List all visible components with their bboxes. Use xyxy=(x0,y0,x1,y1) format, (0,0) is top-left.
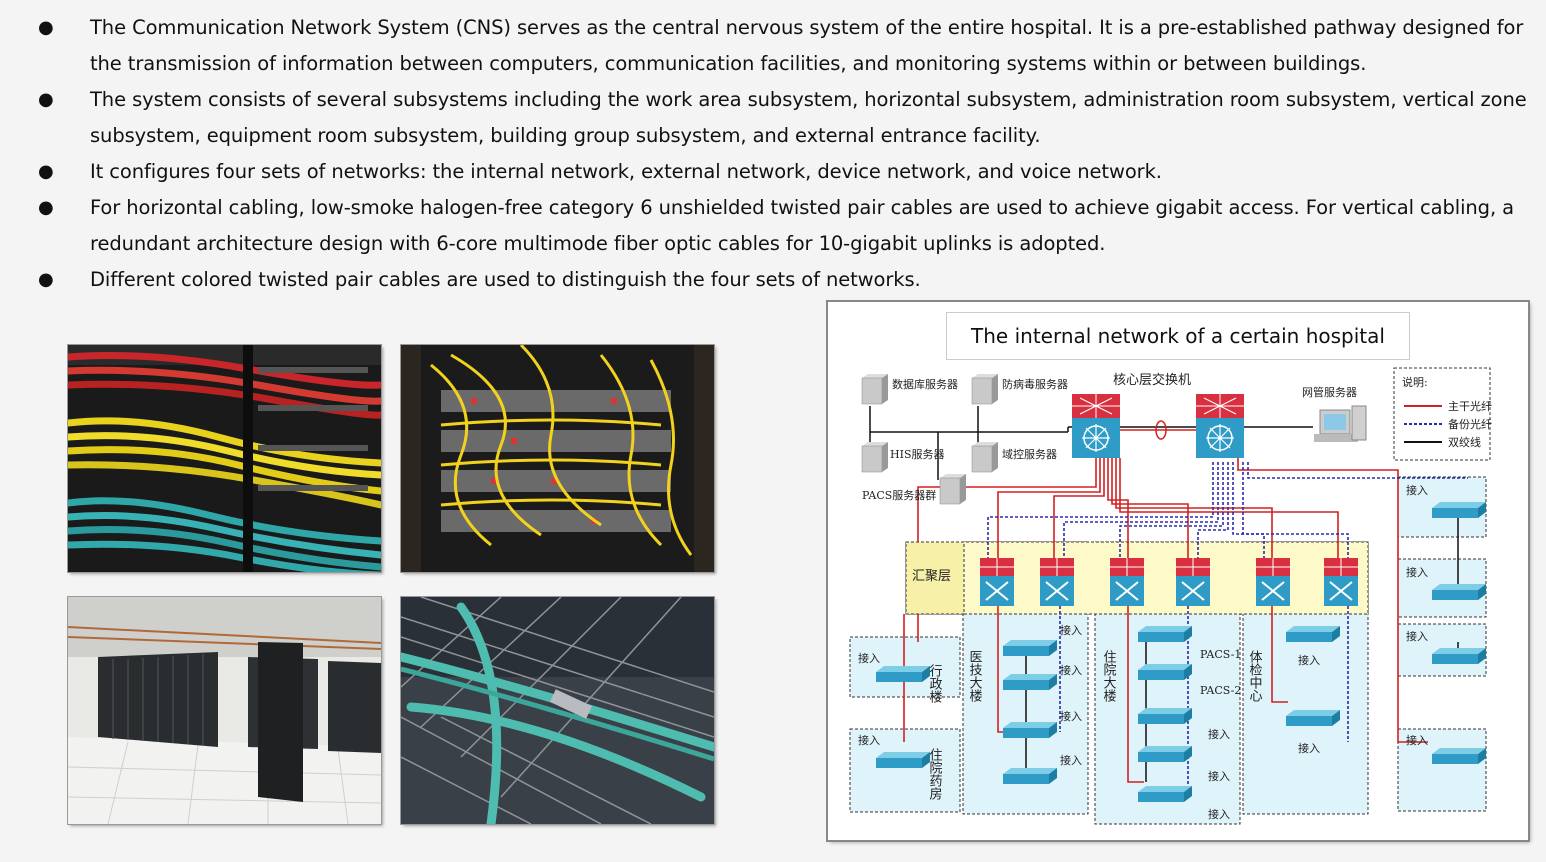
server-his: HIS服务器 xyxy=(890,448,944,461)
bullet-item: ● The system consists of several subsyste… xyxy=(30,82,1535,154)
legend: 说明: 主干光纤 备份光纤 双绞线 xyxy=(1393,367,1492,461)
access-labels: 接入 接入 接入 接入 接入 接入 接入 接入 接入 接入 接入 接入 接入 接… xyxy=(858,484,1428,821)
building-checkup: 体检中心 xyxy=(1247,650,1263,702)
photo-fiber-rack xyxy=(401,345,714,572)
diagram-canvas: 汇聚层 xyxy=(849,367,1492,825)
svg-text:接入: 接入 xyxy=(1060,664,1082,677)
bullet-marker: ● xyxy=(38,161,54,182)
bullet-list: ● The Communication Network System (CNS) … xyxy=(30,10,1535,298)
bullet-marker: ● xyxy=(38,89,54,110)
svg-text:接入: 接入 xyxy=(858,652,880,665)
bullet-item: ● The Communication Network System (CNS) … xyxy=(30,10,1535,82)
svg-text:接入: 接入 xyxy=(1208,728,1230,741)
svg-text:说明:: 说明: xyxy=(1402,375,1428,389)
bullet-text: For horizontal cabling, low-smoke haloge… xyxy=(90,196,1514,255)
diagram-title: The internal network of a certain hospit… xyxy=(946,312,1410,360)
svg-text:接入: 接入 xyxy=(1060,710,1082,723)
svg-text:接入: 接入 xyxy=(1298,654,1320,667)
svg-text:双绞线: 双绞线 xyxy=(1448,435,1481,449)
photo-cable-tray xyxy=(401,597,714,824)
server-nms: 网管服务器 xyxy=(1302,385,1357,399)
building-inpatient: 住院大楼 xyxy=(1101,650,1117,702)
server-domain: 域控服务器 xyxy=(1002,447,1057,461)
core-switch-1 xyxy=(1071,393,1121,459)
bullet-item: ● It configures four sets of networks: th… xyxy=(30,154,1535,190)
aggregation-label: 汇聚层 xyxy=(912,569,951,584)
pacs2-label: PACS-2 xyxy=(1200,684,1241,697)
svg-text:接入: 接入 xyxy=(1060,624,1082,637)
bullet-marker: ● xyxy=(38,197,54,218)
bullet-text: Different colored twisted pair cables ar… xyxy=(90,268,921,291)
building-admin: 行政楼 xyxy=(927,664,943,703)
bullet-text: It configures four sets of networks: the… xyxy=(90,160,1162,183)
server-database: 数据库服务器 xyxy=(892,377,958,391)
building-inpatient-pharmacy: 住院药房 xyxy=(927,748,943,800)
core-label: 核心层交换机 xyxy=(1113,372,1191,388)
photo-patch-panel-cables xyxy=(68,345,381,572)
svg-text:接入: 接入 xyxy=(858,734,880,747)
svg-text:接入: 接入 xyxy=(1406,566,1428,579)
server-pacs-group: PACS服务器群 xyxy=(862,488,936,502)
bullet-marker: ● xyxy=(38,17,54,38)
svg-text:接入: 接入 xyxy=(1406,630,1428,643)
bullet-item: ● Different colored twisted pair cables a… xyxy=(30,262,1535,298)
photo-data-center xyxy=(68,597,381,824)
bullet-item: ● For horizontal cabling, low-smoke halog… xyxy=(30,190,1535,262)
svg-text:接入: 接入 xyxy=(1298,742,1320,755)
server-antivirus: 防病毒服务器 xyxy=(1002,377,1068,391)
building-medtech: 医技大楼 xyxy=(967,650,983,702)
bullet-text: The Communication Network System (CNS) s… xyxy=(90,16,1524,75)
network-diagram: The internal network of a certain hospit… xyxy=(828,302,1528,840)
nms-server-icon xyxy=(1314,405,1367,442)
bullet-text: The system consists of several subsystem… xyxy=(90,88,1527,147)
bullet-marker: ● xyxy=(38,269,54,290)
svg-text:备份光纤: 备份光纤 xyxy=(1448,417,1492,431)
svg-text:接入: 接入 xyxy=(1406,734,1428,747)
svg-text:接入: 接入 xyxy=(1208,770,1230,783)
svg-text:接入: 接入 xyxy=(1406,484,1428,497)
core-switch-2 xyxy=(1195,393,1245,459)
svg-text:接入: 接入 xyxy=(1208,808,1230,821)
svg-text:接入: 接入 xyxy=(1060,754,1082,767)
svg-text:主干光纤: 主干光纤 xyxy=(1448,399,1492,413)
pacs1-label: PACS-1 xyxy=(1200,648,1241,661)
